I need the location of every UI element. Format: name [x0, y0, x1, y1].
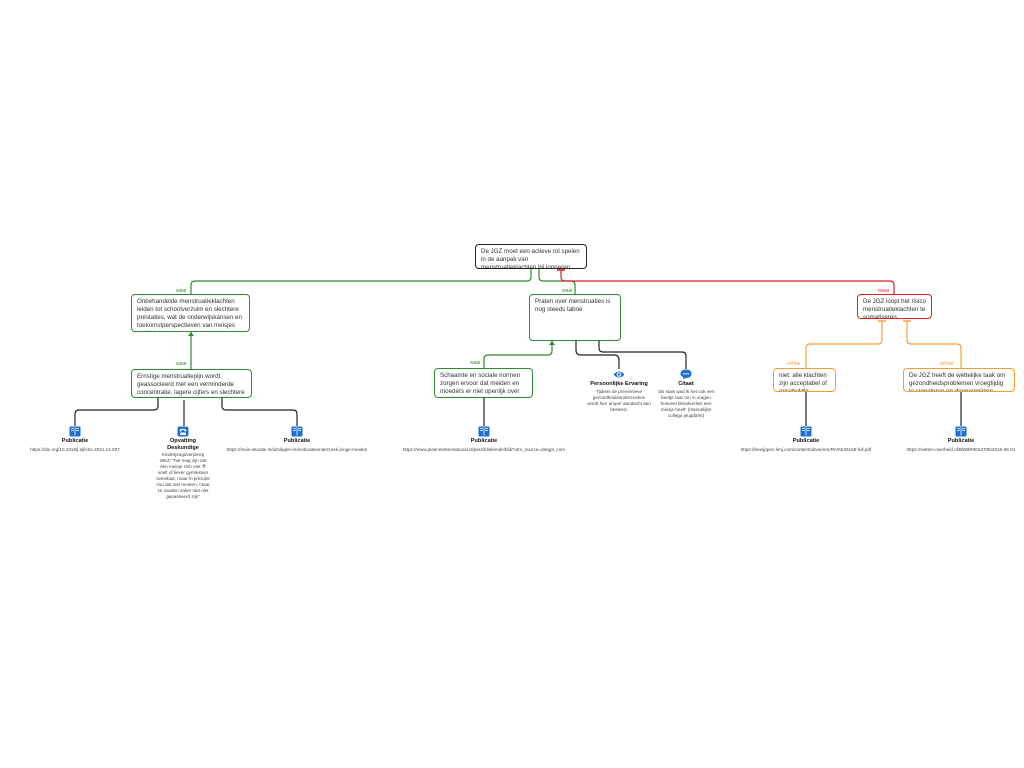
connector-evidence-personal	[575, 341, 620, 369]
evidence-title: Persoonlijke Ervaring	[590, 381, 648, 387]
arrowhead-mid-sub	[549, 341, 555, 345]
argument-node-mid[interactable]: Praten over menstruaties is nog steeds t…	[529, 294, 621, 341]
connector-mid-sub	[483, 341, 553, 368]
book-icon	[69, 426, 81, 437]
evidence-title: Opvatting Deskundige	[167, 438, 199, 451]
argument-node-mid-sub[interactable]: Schaamte en sociale normen zorgen ervoor…	[434, 368, 533, 398]
book-icon	[478, 426, 490, 437]
connector-evidence-pub1	[74, 398, 159, 426]
connector-right-a	[805, 321, 883, 368]
main-claim-node[interactable]: De JGZ moet een actieve rol spelen in de…	[475, 244, 587, 269]
evidence-url[interactable]: https://wetten.overheid.nl/BWBR0024705/2…	[906, 446, 1016, 452]
connector-right	[560, 270, 895, 294]
evidence-url[interactable]: https://mein-situatie.nl/uitslagen-menst…	[226, 446, 368, 452]
relation-tag-left-sub: waar	[176, 361, 187, 367]
rebuttal-node-right-b[interactable]: De JGZ heeft de wettelijke taak om gezon…	[903, 368, 1015, 392]
book-icon	[291, 426, 303, 437]
connector-left	[190, 269, 532, 294]
objection-node-right[interactable]: De JGZ loopt het risico menstruatieklach…	[857, 294, 932, 319]
book-icon	[955, 426, 967, 437]
evidence-publication-1[interactable]: Publicatie https://doi.org/10.1016/j.ejf…	[25, 426, 125, 452]
connector-evidence-pub2	[221, 398, 298, 426]
connector-mid	[538, 269, 576, 294]
evidence-publication-2[interactable]: Publicatie https://mein-situatie.nl/uits…	[217, 426, 377, 452]
connector-evidence-quote	[598, 341, 687, 369]
telephone-icon	[177, 426, 189, 437]
relation-tag-right: maar	[878, 288, 890, 294]
evidence-publication-4[interactable]: Publicatie https://beeijppen.lenj.com/co…	[721, 426, 891, 452]
book-icon	[800, 426, 812, 437]
evidence-title: Publicatie	[947, 438, 975, 444]
arrowhead-left-sub	[188, 332, 194, 336]
evidence-expert-opinion[interactable]: Opvatting Deskundige Kinderjeugdverpleeg…	[156, 426, 210, 500]
relation-tag-mid-sub: waar	[470, 360, 481, 366]
relation-tag-right-a: echter	[787, 361, 801, 367]
evidence-title: Publicatie	[470, 438, 498, 444]
eye-icon	[613, 371, 625, 378]
relation-tag-mid: waar	[562, 288, 573, 294]
relation-tag-left: waar	[176, 288, 187, 294]
evidence-title: Publicatie	[792, 438, 820, 444]
evidence-title: Citaat	[678, 381, 694, 387]
evidence-text: Tijdens de preventieve gezondheidsonderz…	[587, 388, 651, 412]
evidence-publication-5[interactable]: Publicatie https://wetten.overheid.nl/BW…	[899, 426, 1023, 452]
speech-bubble-icon	[680, 369, 692, 380]
evidence-text: Kinderjeugdverpleeg WKZ: "het mag zijn d…	[156, 452, 210, 499]
evidence-url[interactable]: https://doi.org/10.1016/j.ejfiche.2021.1…	[30, 446, 120, 452]
evidence-title: Publicatie	[283, 438, 311, 444]
evidence-publication-3[interactable]: Publicatie https://www.plannetinternatio…	[394, 426, 574, 452]
evidence-title: Publicatie	[61, 438, 89, 444]
connector-right-b	[906, 321, 962, 368]
relation-tag-right-b: echter	[940, 361, 954, 367]
argument-node-left-sub[interactable]: Ernstige menstruatiepijn wordt geassocie…	[131, 369, 252, 398]
evidence-text: 'als stais wad ik het ook een beetje raa…	[657, 388, 715, 418]
argument-node-left[interactable]: Onbehandelde menstruatieklachten leiden …	[131, 294, 250, 332]
rebuttal-node-right-a[interactable]: niet: alle klachten zijn acceptabel of o…	[773, 368, 836, 392]
evidence-url[interactable]: https://www.plannetinternational.nl/pers…	[402, 446, 566, 452]
evidence-quote[interactable]: Citaat 'als stais wad ik het ook een bee…	[654, 369, 718, 419]
evidence-personal-experience[interactable]: Persoonlijke Ervaring Tijdens de prevent…	[587, 369, 651, 413]
evidence-url[interactable]: https://beeijppen.lenj.com/content/uitvo…	[740, 446, 872, 452]
